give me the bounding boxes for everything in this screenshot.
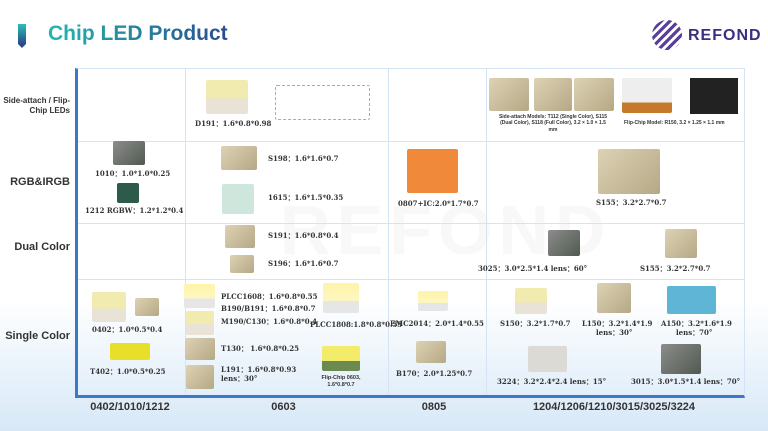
s155-dual-image [665, 229, 697, 258]
s155-rgb-image [598, 149, 660, 194]
p1615-label: 1615：1.6*1.5*0.35 [268, 193, 344, 202]
row-label-rgb: RGB&IRGB [10, 176, 70, 188]
flip-chip-model-label: Flip-Chip Model: R150, 3.2 × 1.25 × 1.1 … [624, 120, 725, 126]
refond-logo-icon [652, 20, 682, 50]
t130-label: T130： 1.6*0.8*0.25 [221, 344, 299, 353]
p3015-label: 3015：3.0*1.5*1.4 lens：70° [631, 377, 741, 386]
s115-image [534, 78, 572, 111]
r150-image [622, 78, 672, 113]
page-title: Chip LED Product [48, 22, 228, 45]
p0807-image [407, 149, 458, 193]
r150-drawing [690, 78, 738, 114]
p1212-label: 1212 RGBW：1.2*1.2*0.4 [85, 206, 184, 215]
column-label-1204: 1204/1206/1210/3015/3025/3224 [532, 401, 696, 413]
plcc1608-image [184, 284, 215, 308]
column-label-0603: 0603 [271, 401, 296, 413]
d191-drawing [275, 85, 370, 120]
s150-label: S150：3.2*1.7*0.7 [500, 319, 571, 328]
p1010-image [113, 141, 145, 165]
logo-text: REFOND [688, 27, 762, 44]
p1212-image [117, 183, 139, 203]
p0402-label: 0402：1.0*0.5*0.4 [92, 325, 163, 334]
product-table [75, 68, 745, 398]
t130-image [185, 338, 215, 360]
b190-image [186, 311, 214, 335]
p0402-small-image [135, 298, 159, 316]
b190-label: B190/B191：1.6*0.8*0.7 [221, 304, 316, 313]
t112-image [489, 78, 529, 111]
plcc1608-label: PLCC1608：1.6*0.8*0.55 [221, 292, 318, 301]
title-marker-icon [18, 24, 26, 48]
plcc1808-label: PLCC1808:1.8*0.8*0.55 [310, 320, 403, 329]
t402-image [110, 343, 150, 360]
s150-image [515, 288, 547, 314]
plcc1808-image [323, 283, 359, 313]
l191-lens-label: lens：30° [221, 374, 258, 383]
a150-lens-label: lens：70° [676, 328, 713, 337]
p3025-image [548, 230, 580, 256]
l191-image [186, 365, 214, 389]
s196-label: S196：1.6*1.6*0.7 [268, 259, 339, 268]
a150-label: A150：3.2*1.6*1.9 [661, 319, 732, 328]
p3015-image [661, 344, 701, 374]
s196-image [230, 255, 254, 273]
b170-image [416, 341, 446, 363]
p1615-image [222, 184, 254, 214]
row-label-side-attach: Side-attach / Flip-Chip LEDs [3, 96, 70, 115]
p3224-label: 3224：3.2*2.4*2.4 lens：15° [497, 377, 607, 386]
d191-label: D191：1.6*0.8*0.98 [195, 119, 272, 128]
s198-label: S198：1.6*1.6*0.7 [268, 154, 339, 163]
row-label-dual: Dual Color [14, 241, 70, 253]
l150-lens-label: lens：30° [596, 328, 633, 337]
p3224-image [528, 346, 567, 372]
emc2014-label: EMC2014：2.0*1.4*0.55 [390, 319, 484, 328]
side-attach-models-label: Side-attach Models: T112 (Single Color),… [498, 114, 608, 133]
b170-label: B170：2.0*1.25*0.7 [396, 369, 473, 378]
p0807-label: 0807+IC:2.0*1.7*0.7 [398, 199, 479, 208]
s155-dual-label: S155：3.2*2.7*0.7 [640, 264, 711, 273]
flip0603-label: Flip-Chip 0603, 1.6*0.8*0.7 [321, 375, 361, 388]
flip0603-image [322, 346, 360, 371]
column-label-0805: 0805 [421, 401, 447, 413]
l191-label: L191：1.6*0.8*0.93 [221, 365, 297, 374]
d191-image [206, 80, 248, 114]
s191-label: S191：1.6*0.8*0.4 [268, 231, 339, 240]
s198-image [221, 146, 257, 170]
p0402-image [92, 292, 126, 322]
row-label-single: Single Color [5, 330, 70, 342]
l150-label: L150：3.2*1.4*1.9 [582, 319, 653, 328]
s118-image [574, 78, 614, 111]
l150-image [597, 283, 631, 313]
p3025-label: 3025：3.0*2.5*1.4 lens：60° [478, 264, 588, 273]
m190-label: M190/C130：1.6*0.8*0.4 [221, 317, 317, 326]
s191-image [225, 225, 255, 248]
p1010-label: 1010：1.0*1.0*0.25 [95, 169, 171, 178]
a150-image [667, 286, 716, 314]
t402-label: T402：1.0*0.5*0.25 [90, 367, 166, 376]
column-label-0402: 0402/1010/1212 [90, 401, 170, 413]
s155-rgb-label: S155：3.2*2.7*0.7 [596, 198, 667, 207]
emc2014-image [418, 291, 448, 311]
